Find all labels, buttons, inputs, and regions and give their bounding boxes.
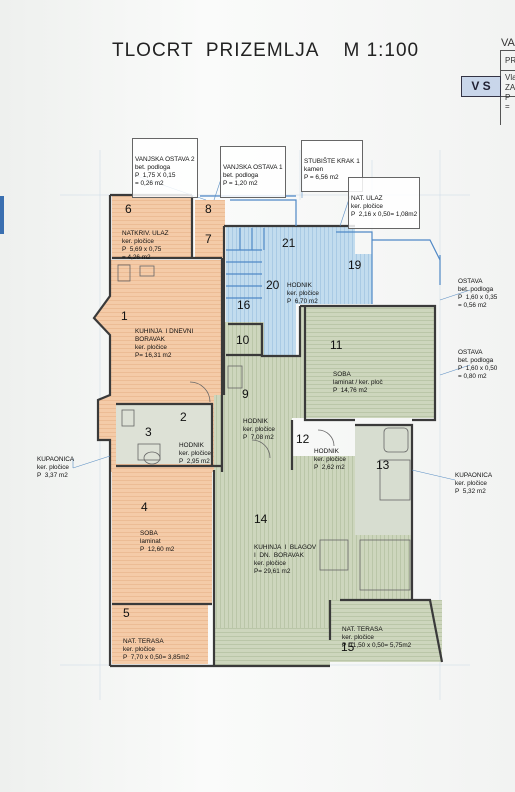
room-number: 4: [141, 500, 148, 514]
room-number: 8: [205, 202, 212, 216]
walls: [92, 193, 444, 668]
company-logo: V S: [461, 76, 501, 97]
room-9-fill: [214, 306, 305, 470]
room-number: 13: [376, 458, 390, 472]
room-number: 15: [341, 640, 355, 654]
room-7-8-fill: [195, 200, 225, 258]
room-number: 2: [180, 410, 187, 424]
title-block-cut-text: ZA: [505, 83, 515, 92]
room-number: 7: [205, 232, 212, 246]
room-6-fill: [112, 195, 192, 257]
room-number: 20: [266, 278, 280, 292]
terrace-strip-fill: [214, 628, 330, 666]
room-number: 11: [330, 338, 343, 352]
title-block-rule: [500, 96, 515, 97]
room-number: 19: [348, 258, 362, 272]
binder-tab: [0, 196, 4, 234]
room-number: 10: [236, 333, 250, 347]
room-2-3-fill: [116, 404, 212, 464]
room-number: 3: [145, 425, 152, 439]
room-number: 1: [121, 309, 128, 323]
room-number: 12: [296, 432, 310, 446]
furniture: [117, 264, 411, 591]
room-number: 16: [237, 298, 251, 312]
room-15-fill: [330, 600, 442, 662]
title-block-cut-text: PR: [505, 56, 515, 65]
room-13-fill: [355, 425, 412, 535]
room-5-fill: [112, 604, 208, 664]
room-11-fill: [305, 306, 435, 418]
title-block-cut-text: VA: [501, 37, 515, 49]
title-block-cut-text: Vla: [505, 73, 515, 82]
room-number: 6: [125, 202, 132, 216]
room-19-fill: [336, 254, 372, 304]
room-number: 5: [123, 606, 130, 620]
drawing-title: TLOCRT PRIZEMLJA M 1:100: [112, 40, 420, 61]
room-number: 9: [242, 387, 249, 401]
room-number: 21: [282, 236, 296, 250]
title-block-cut-text: P =: [505, 93, 511, 111]
title-block-rule: [500, 70, 515, 71]
room-number: 14: [254, 512, 268, 526]
room-4-fill: [112, 466, 212, 604]
